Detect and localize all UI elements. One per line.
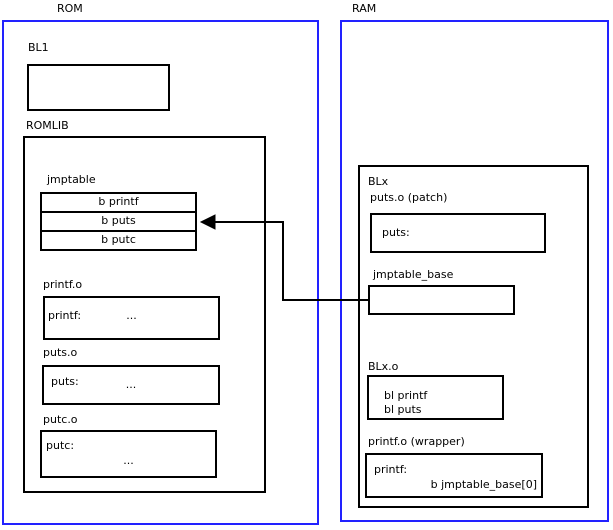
printf-o-label: printf.o (43, 278, 83, 291)
putc-body-dots: ... (123, 454, 134, 467)
bl1-label: BL1 (28, 41, 49, 54)
blxo-line-bl-printf: bl printf (384, 389, 428, 402)
printf-o-box: printf: ... (43, 296, 220, 340)
romlib-label: ROMLIB (26, 119, 69, 132)
puts-patch-symbol: puts: (382, 226, 410, 239)
jmptable-label: jmptable (47, 173, 96, 186)
ram-title: RAM (352, 2, 377, 15)
blxo-line-bl-puts: bl puts (384, 403, 422, 416)
blx-label: BLx (368, 175, 389, 188)
printf-wrapper-body: b jmptable_base[0] (430, 478, 537, 491)
printf-symbol: printf: (48, 309, 82, 322)
jmptable-base-label: jmptable_base (373, 268, 454, 281)
jmptable-entry-putc: b putc (40, 230, 197, 251)
printf-body-dots: ... (126, 309, 137, 322)
jmptable-entry-printf: b printf (40, 192, 197, 213)
jmptable-entry-puts: b puts (40, 211, 197, 232)
blx-box (358, 165, 589, 508)
bl1-box (27, 64, 170, 111)
puts-patch-label: puts.o (patch) (370, 191, 448, 204)
puts-patch-box: puts: (370, 213, 546, 253)
jmptable-base-box (368, 285, 515, 315)
puts-o-label: puts.o (43, 346, 78, 359)
puts-o-box: puts: ... (42, 365, 220, 405)
puts-body-dots: ... (125, 378, 137, 391)
blxo-box: bl printf bl puts (367, 375, 504, 420)
putc-o-label: putc.o (43, 413, 78, 426)
printf-wrapper-symbol: printf: (374, 463, 408, 476)
romlib-box (23, 136, 266, 493)
putc-o-box: putc: ... (40, 430, 217, 478)
puts-symbol: puts: (51, 375, 79, 388)
blxo-label: BLx.o (368, 360, 399, 373)
putc-symbol: putc: (46, 439, 75, 452)
printf-wrapper-label: printf.o (wrapper) (368, 435, 465, 448)
rom-title: ROM (57, 2, 83, 15)
printf-wrapper-box: printf: b jmptable_base[0] (365, 453, 543, 498)
